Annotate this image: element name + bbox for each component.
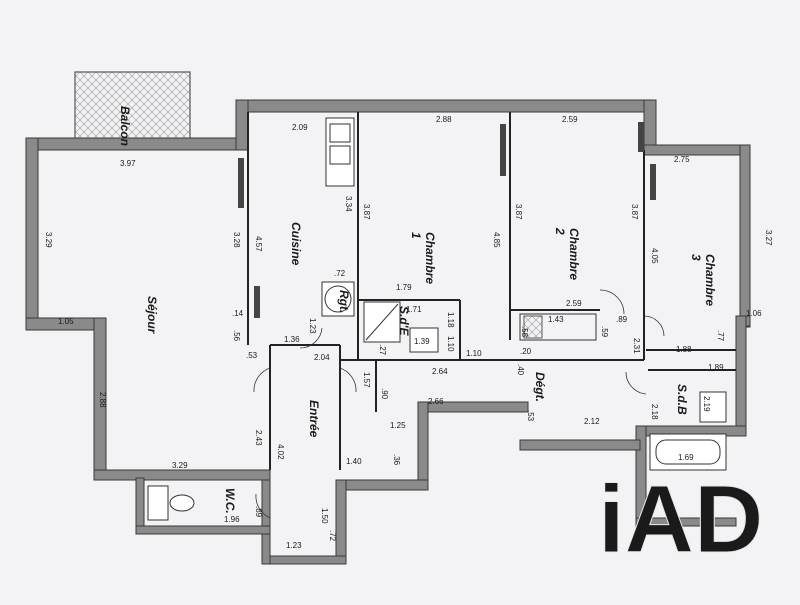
- dim-sejour-right: 3.28: [232, 232, 241, 248]
- bathtub: [649, 433, 727, 471]
- dim-placard-059: .59: [600, 326, 609, 338]
- dim-ch2-left: 3.87: [514, 204, 523, 220]
- dim-entree-053: .53: [246, 351, 258, 360]
- windows: [238, 122, 656, 318]
- dim-sejour-bottom: 3.29: [172, 461, 188, 470]
- dim-entree-157: 1.57: [362, 372, 371, 388]
- dim-entree-072: .72: [328, 530, 337, 542]
- dim-sdb-189: 1.89: [708, 363, 724, 372]
- dim-sejour-014: .14: [232, 309, 244, 318]
- shower-tray: [363, 301, 401, 343]
- dim-degt-266: 2.66: [428, 397, 444, 406]
- room-labels: Balcon Séjour Cuisine Chambre 1 Chambre …: [118, 106, 717, 514]
- dim-sdb-218: 2.18: [650, 404, 659, 420]
- iad-logo: iAD: [598, 466, 764, 574]
- dim-sejour-056: .56: [232, 330, 241, 342]
- doors: [253, 289, 665, 519]
- dim-ch2-top: 2.59: [562, 115, 578, 124]
- chambre-2-label: Chambre: [567, 228, 581, 280]
- dim-placard-089: .89: [616, 315, 628, 324]
- dim-ch1-bottom: 1.79: [396, 283, 412, 292]
- dim-entree-204: 2.04: [314, 353, 330, 362]
- dim-placard-143: 1.43: [548, 315, 564, 324]
- dim-ch1-right: 4.85: [492, 232, 501, 248]
- dim-ch1-left: 3.87: [362, 204, 371, 220]
- dim-entree-123: 1.23: [286, 541, 302, 550]
- dim-degt-053: .53: [526, 410, 535, 422]
- dim-sde-110: 1.10: [446, 336, 455, 352]
- dim-balcon: 3.97: [120, 159, 136, 168]
- dimension-labels-rotated: 3.29 3.28 2.88 .56 4.57 3.34 1.23 3.87 4…: [44, 196, 773, 542]
- dim-entree-243: 2.43: [254, 430, 263, 446]
- chambre-1-label: Chambre: [423, 232, 437, 284]
- kitchen-sink: [325, 117, 355, 187]
- closet-chambre-2: [519, 313, 597, 341]
- chambre-2-number: 2: [553, 227, 567, 235]
- sde-label: S.d'E: [397, 306, 411, 337]
- walls: [25, 99, 751, 565]
- dim-sdb-231: 2.31: [632, 338, 641, 354]
- dim-wc-089: .89: [254, 506, 263, 518]
- balcony: [74, 71, 191, 145]
- dim-sdb-219: 2.19: [702, 396, 711, 412]
- dim-entree-090: .90: [380, 388, 389, 400]
- wc-label: W.C.: [223, 488, 237, 514]
- dim-wc-196: 1.96: [224, 515, 240, 524]
- dimension-labels: 3.97 1.05 3.29 .14 2.09 .72 2.88 1.79 2.…: [58, 115, 762, 550]
- dim-entree-150: 1.50: [320, 508, 329, 524]
- dim-entree-402: 4.02: [276, 444, 285, 460]
- dim-ch3-left: 4.05: [650, 248, 659, 264]
- dim-degt-020: .20: [520, 347, 532, 356]
- dim-sdb-169: 1.69: [678, 453, 694, 462]
- dim-ch3-106: 1.06: [746, 309, 762, 318]
- dim-ch3-right: 3.27: [764, 230, 773, 246]
- dim-sde-171: 1.71: [406, 305, 422, 314]
- storage-circle: [321, 281, 355, 317]
- dim-entree-136: 1.36: [284, 335, 300, 344]
- partitions: [247, 112, 736, 470]
- dim-cuisine-top: 2.09: [292, 123, 308, 132]
- dim-sdb-188: 1.88: [676, 345, 692, 354]
- dim-ch3-077: .77: [716, 330, 725, 342]
- dim-sde-027: .27: [378, 344, 387, 356]
- cuisine-label: Cuisine: [289, 222, 303, 266]
- sejour-label: Séjour: [145, 296, 159, 335]
- dim-entree-125: 1.25: [390, 421, 406, 430]
- chambre-3-number: 3: [689, 254, 703, 261]
- chambre-3-label: Chambre: [703, 254, 717, 306]
- balcon-label: Balcon: [118, 106, 132, 146]
- entree-label: Entrée: [307, 400, 321, 438]
- dim-sde-118: 1.18: [446, 312, 455, 328]
- dim-degt-264: 2.64: [432, 367, 448, 376]
- dim-sejour-left: 3.29: [44, 232, 53, 248]
- dim-sde-110b: 1.10: [466, 349, 482, 358]
- dim-degt-040: .40: [516, 364, 525, 376]
- washbasin-sdb: [699, 391, 727, 423]
- dim-sejour-105: 1.05: [58, 317, 74, 326]
- dim-degt-212: 2.12: [584, 417, 600, 426]
- dim-entree-140: 1.40: [346, 457, 362, 466]
- dim-placard-058: .58: [520, 326, 529, 338]
- iad-logo-text: iAD: [598, 466, 763, 573]
- dim-cuisine-left: 4.57: [254, 236, 263, 252]
- sdb-label: S.d.B: [675, 384, 689, 415]
- washbasin-sde: [409, 327, 439, 353]
- rangement-label: Rgt.: [337, 290, 351, 313]
- toilet: [147, 485, 195, 521]
- dim-ch2-bottom: 2.59: [566, 299, 582, 308]
- degagement-label: Dégt.: [533, 372, 547, 402]
- dim-entree-036: .36: [392, 454, 401, 466]
- chambre-1-number: 1: [409, 232, 423, 239]
- dim-sde-139: 1.39: [414, 337, 430, 346]
- dim-cuisine-123: 1.23: [308, 318, 317, 334]
- dim-cuisine-right: 3.34: [344, 196, 353, 212]
- dim-sejour-288: 2.88: [98, 392, 107, 408]
- dim-cuisine-072: .72: [334, 269, 346, 278]
- dim-ch1-top: 2.88: [436, 115, 452, 124]
- dim-ch2-right: 3.87: [630, 204, 639, 220]
- dim-ch3-top: 2.75: [674, 155, 690, 164]
